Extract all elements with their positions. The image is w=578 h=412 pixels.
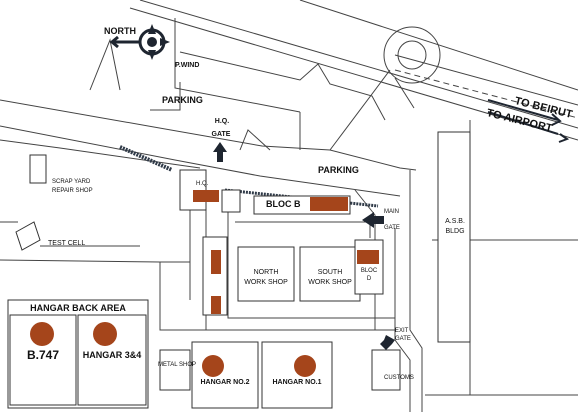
hangar-1-building — [261, 341, 333, 409]
road-north-2 — [174, 18, 301, 113]
ramp — [394, 77, 415, 109]
exit-gate-label-line1: EXIT — [395, 328, 409, 334]
bloc-d-label-line2: D — [366, 276, 372, 282]
bloc-b-block — [310, 197, 348, 211]
highway-edge-1 — [129, 7, 578, 141]
metal-shop-building — [159, 349, 191, 391]
asb-label-line2: BLDG — [445, 228, 465, 235]
road-east-2 — [409, 170, 423, 412]
customs-building — [371, 349, 401, 391]
hangar-1-label: HANGAR NO.1 — [272, 379, 322, 386]
b747-circle — [30, 322, 54, 346]
bloc-b-label: BLOC B — [266, 199, 301, 209]
hangar-3-4-label: HANGAR 3&4 — [82, 350, 142, 360]
road-east-1 — [394, 228, 411, 412]
highway-edge-2 — [139, 0, 578, 129]
asb-building — [437, 131, 471, 343]
parking-edge — [150, 82, 181, 111]
parking-east-label: PARKING — [318, 165, 359, 175]
test-cell-building — [15, 221, 41, 251]
hangar-2-building — [191, 341, 259, 409]
customs-label: CUSTOMS — [384, 375, 414, 381]
road-south — [159, 300, 395, 331]
main-gate-label-line1: MAIN — [384, 209, 399, 215]
north-label: NORTH — [104, 26, 136, 36]
highway-lane — [394, 69, 578, 119]
hq-label: H.Q. — [196, 181, 209, 187]
test-cell-label: TEST CELL — [48, 240, 86, 247]
blg-annex — [221, 189, 241, 213]
north-workshop-label-line2: WORK SHOP — [244, 279, 288, 286]
b747-label: B.747 — [26, 348, 60, 362]
south-workshop-building — [299, 246, 361, 302]
parking-lot-north — [89, 38, 121, 91]
road-vert-3 — [227, 200, 395, 319]
south-workshop-label-line1: SOUTH — [317, 269, 343, 276]
gate-island — [239, 129, 271, 151]
hq-gate-label-line2: GATE — [211, 131, 231, 138]
asb-label-line1: A.S.B. — [445, 218, 465, 225]
hangar-2-circle — [202, 355, 224, 377]
pharmacy-block-1 — [211, 250, 221, 274]
to-airport-arrow-icon — [487, 111, 570, 143]
roundabout-inner — [397, 40, 427, 70]
workshop-frame — [235, 221, 371, 238]
roundabout-outer — [383, 26, 441, 84]
hq-gate-label-line1: H.Q. — [214, 118, 230, 125]
hangar-1-circle — [294, 355, 316, 377]
scrap-yard-building — [29, 154, 47, 184]
pharmacy-block-2 — [211, 296, 221, 314]
hangar-back-area-label: HANGAR BACK AREA — [30, 303, 126, 313]
parking-diag — [329, 69, 391, 151]
scrap-yard-label-line1: SCRAP YARD — [52, 179, 91, 185]
exit-gate-arrow-icon — [380, 335, 395, 350]
hangar-2-label: HANGAR NO.2 — [200, 379, 250, 386]
scrap-yard-label-line2: REPAIR SHOP — [52, 188, 93, 194]
hangar-3-4-circle — [93, 322, 117, 346]
road-north — [179, 51, 386, 121]
exit-gate-label-line2: GATE — [395, 336, 411, 342]
main-gate-arrow-icon — [362, 212, 384, 228]
south-workshop-label-line2: WORK SHOP — [308, 279, 352, 286]
metal-shop-label: METAL SHOP — [158, 362, 197, 368]
north-workshop-building — [237, 246, 295, 302]
parking-north-label: PARKING — [162, 95, 203, 105]
main-gate-label-line2: GATE — [384, 225, 400, 231]
compass-icon — [109, 24, 170, 60]
p-wind-label: P.WIND — [175, 62, 200, 69]
highway-edge-3 — [299, 0, 578, 91]
railing-west — [119, 145, 173, 172]
hq-block — [193, 190, 219, 202]
road-main-south — [0, 125, 401, 197]
highway-edge-4 — [394, 54, 578, 106]
bloc-d-building — [354, 239, 384, 295]
bloc-d-block — [357, 250, 379, 264]
north-workshop-label-line1: NORTH — [253, 269, 279, 276]
bloc-d-label-line1: BLOC — [360, 268, 378, 274]
hq-gate-arrow-icon — [213, 142, 227, 162]
to-beirut-arrow-icon — [487, 99, 562, 126]
